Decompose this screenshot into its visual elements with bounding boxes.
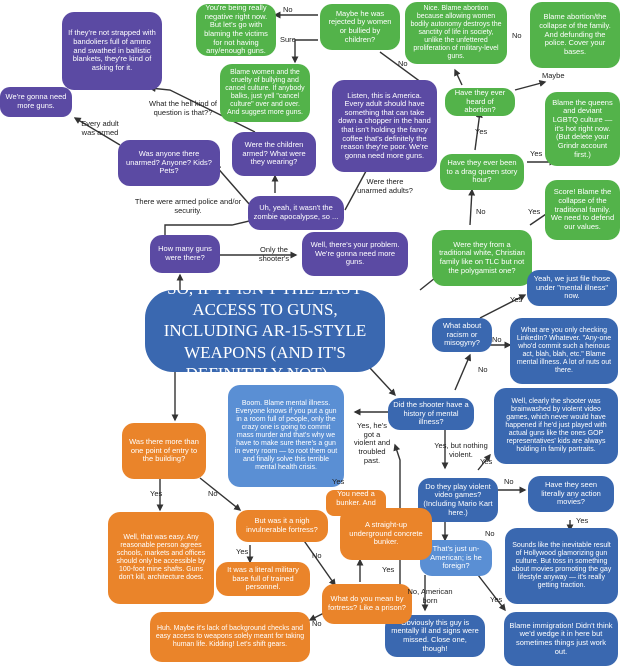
linkedin-node: What are you only checking LinkedIn? Wha…: [510, 318, 618, 384]
label-no-rejected: No: [283, 5, 293, 14]
label-no-unamerican: No: [485, 529, 495, 538]
edge-traditional-to-drag: [468, 188, 476, 226]
file-under-node: Yeah, we just file those under "mental i…: [527, 270, 617, 306]
score-node: Score! Blame the collapse of the traditi…: [545, 180, 620, 240]
fortress-node: But was it a nigh invulnerable fortress?: [236, 510, 328, 542]
label-no-background: No: [312, 619, 322, 628]
edge-unamerican-to-immigration: [477, 574, 506, 612]
label-yes-violent: Yes, he's got a violent and troubled pas…: [353, 421, 391, 465]
label-yes-military: Yes: [236, 547, 249, 556]
edge-history-to-racism: [454, 353, 472, 391]
underground-node: A straight-up underground concrete bunke…: [340, 508, 432, 560]
label-maybe: Maybe: [542, 71, 565, 80]
edge-heardabortion-to-nice: [454, 68, 463, 86]
label-yes-score: Yes: [528, 207, 541, 216]
background-node: Huh. Maybe it's lack of background check…: [150, 612, 310, 662]
boom-node: Boom. Blame mental illness. Everyone kno…: [228, 385, 344, 487]
label-no-history: No: [478, 365, 488, 374]
brainwashed-node: Well, clearly the shooter was brainwashe…: [494, 388, 618, 464]
label-no-linkedin: No: [492, 335, 502, 344]
label-every-adult: Every adult was armed: [81, 119, 119, 137]
heard-abortion-node: Have they ever heard of abortion?: [445, 88, 515, 116]
action-movies-node: Have they seen literally any action movi…: [528, 476, 614, 512]
edge-heardabortion-to-blameabortion: [514, 80, 547, 91]
label-no-whatmean: No: [312, 551, 322, 560]
label-yes-queens: Yes: [530, 149, 543, 158]
more-guns-node-1: We're gonna need more guns.: [0, 87, 72, 117]
label-yes-hollywood: Yes: [576, 516, 589, 525]
label-sure: Sure: [280, 35, 296, 44]
label-yes-brainwashed: Yes: [480, 457, 493, 466]
what-mean-node: What do you mean by fortress? Like a pri…: [322, 584, 412, 624]
label-armed-police: There were armed police and/or security.: [134, 197, 242, 215]
label-yes-easy: Yes: [150, 489, 163, 498]
immigration-node: Blame immigration! Didn't think we'd wed…: [504, 612, 618, 666]
label-no-action: No: [504, 477, 514, 486]
label-no-traditional: No: [476, 207, 486, 216]
more-than-one-node: Was there more than one point of entry t…: [122, 423, 206, 479]
blame-abortion-node: Blame abortion/the collapse of the famil…: [530, 2, 620, 68]
label-what-hell: What the hell kind of question is that??: [149, 99, 217, 117]
children-armed-node: Were the children armed? What were they …: [232, 132, 316, 176]
negative-node: You're being really negative right now. …: [196, 4, 276, 56]
central-question-node: SO, IF IT ISN'T THE EASY ACCESS TO GUNS,…: [145, 290, 385, 372]
label-yes-drag: Yes: [475, 127, 488, 136]
un-american-node: That's just un-American; is he foreign?: [420, 540, 492, 576]
america-node: Listen, this is America. Every adult sho…: [332, 80, 437, 172]
nice-abortion-node: Nice. Blame abortion because allowing wo…: [405, 2, 507, 64]
zombie-node: Uh, yeah, it wasn't the zombie apocalyps…: [248, 196, 344, 230]
video-games-node: Do they play violent video games? (Inclu…: [418, 478, 498, 522]
hollywood-node: Sounds like the inevitable result of Hol…: [505, 528, 618, 604]
that-was-easy-node: Well, that was easy. Any reasonable pers…: [108, 512, 214, 604]
rejected-node: Maybe he was rejected by women or bullie…: [320, 4, 400, 50]
edge-rejected-to-blamewomen: [291, 39, 318, 64]
blame-women-node: Blame women and the cruelty of bullying …: [220, 64, 310, 122]
label-yes-underground: Yes: [382, 565, 395, 574]
label-yes-immigration: Yes: [490, 595, 503, 604]
strapped-node: If they're not strapped with bandoliers …: [62, 12, 162, 90]
history-node: Did the shooter have a history of mental…: [388, 398, 474, 430]
label-no-america: No: [398, 59, 408, 68]
unarmed-node: Was anyone there unarmed? Anyone? Kids? …: [118, 140, 220, 186]
your-problem-node: Well, there's your problem. We're gonna …: [302, 232, 408, 276]
label-yes-fileunder: Yes: [510, 295, 523, 304]
blame-queens-node: Blame the queens and deviant LGBTQ cultu…: [545, 92, 620, 166]
label-no-american: No, American born: [407, 587, 453, 605]
label-yes-bunker: Yes: [332, 477, 345, 486]
label-no-abortion: No: [512, 31, 522, 40]
label-yes-nothing: Yes, but nothing violent.: [434, 441, 488, 459]
label-no-fortress: No: [208, 489, 218, 498]
traditional-node: Were they from a traditional white, Chri…: [432, 230, 532, 286]
label-unarmed-adults: Were there unarmed adults?: [357, 177, 413, 195]
racism-node: What about racism or misogyny?: [432, 318, 492, 352]
label-only-shooter: Only the shooter's: [258, 245, 290, 263]
how-many-guns-node: How many guns were there?: [150, 235, 220, 273]
military-base-node: It was a literal military base full of t…: [216, 562, 310, 596]
drag-node: Have they ever been to a drag queen stor…: [440, 154, 524, 190]
edge-central-to-history: [369, 367, 396, 397]
